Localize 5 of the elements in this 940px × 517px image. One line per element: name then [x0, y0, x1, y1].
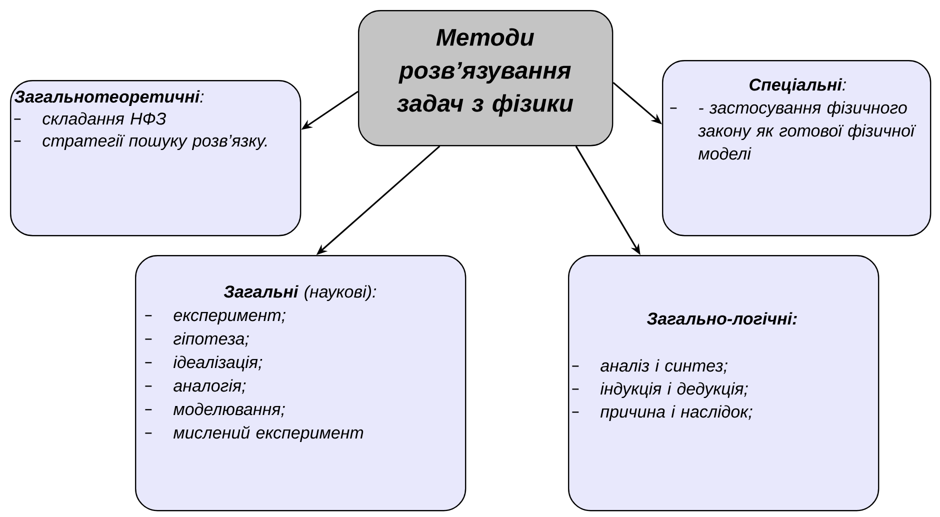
category-box: Загально-логічні: аналіз і синтез; індукція і дедукція; причина і наслідок; [568, 255, 880, 512]
category-box: Загальнотеоретичні: складання НФЗ стратегії пошуку розв’язку. [10, 80, 302, 236]
category-box: Спеціальні: - застосування фізичного закону як готової фізичної моделі [662, 60, 932, 236]
category-box: Загальні (наукові): експеримент; гіпотеза; ідеалізація; аналогія; моделювання; мислений експеримент [135, 255, 466, 512]
title-box: Методи розв’язування задач з фізики [358, 10, 614, 146]
